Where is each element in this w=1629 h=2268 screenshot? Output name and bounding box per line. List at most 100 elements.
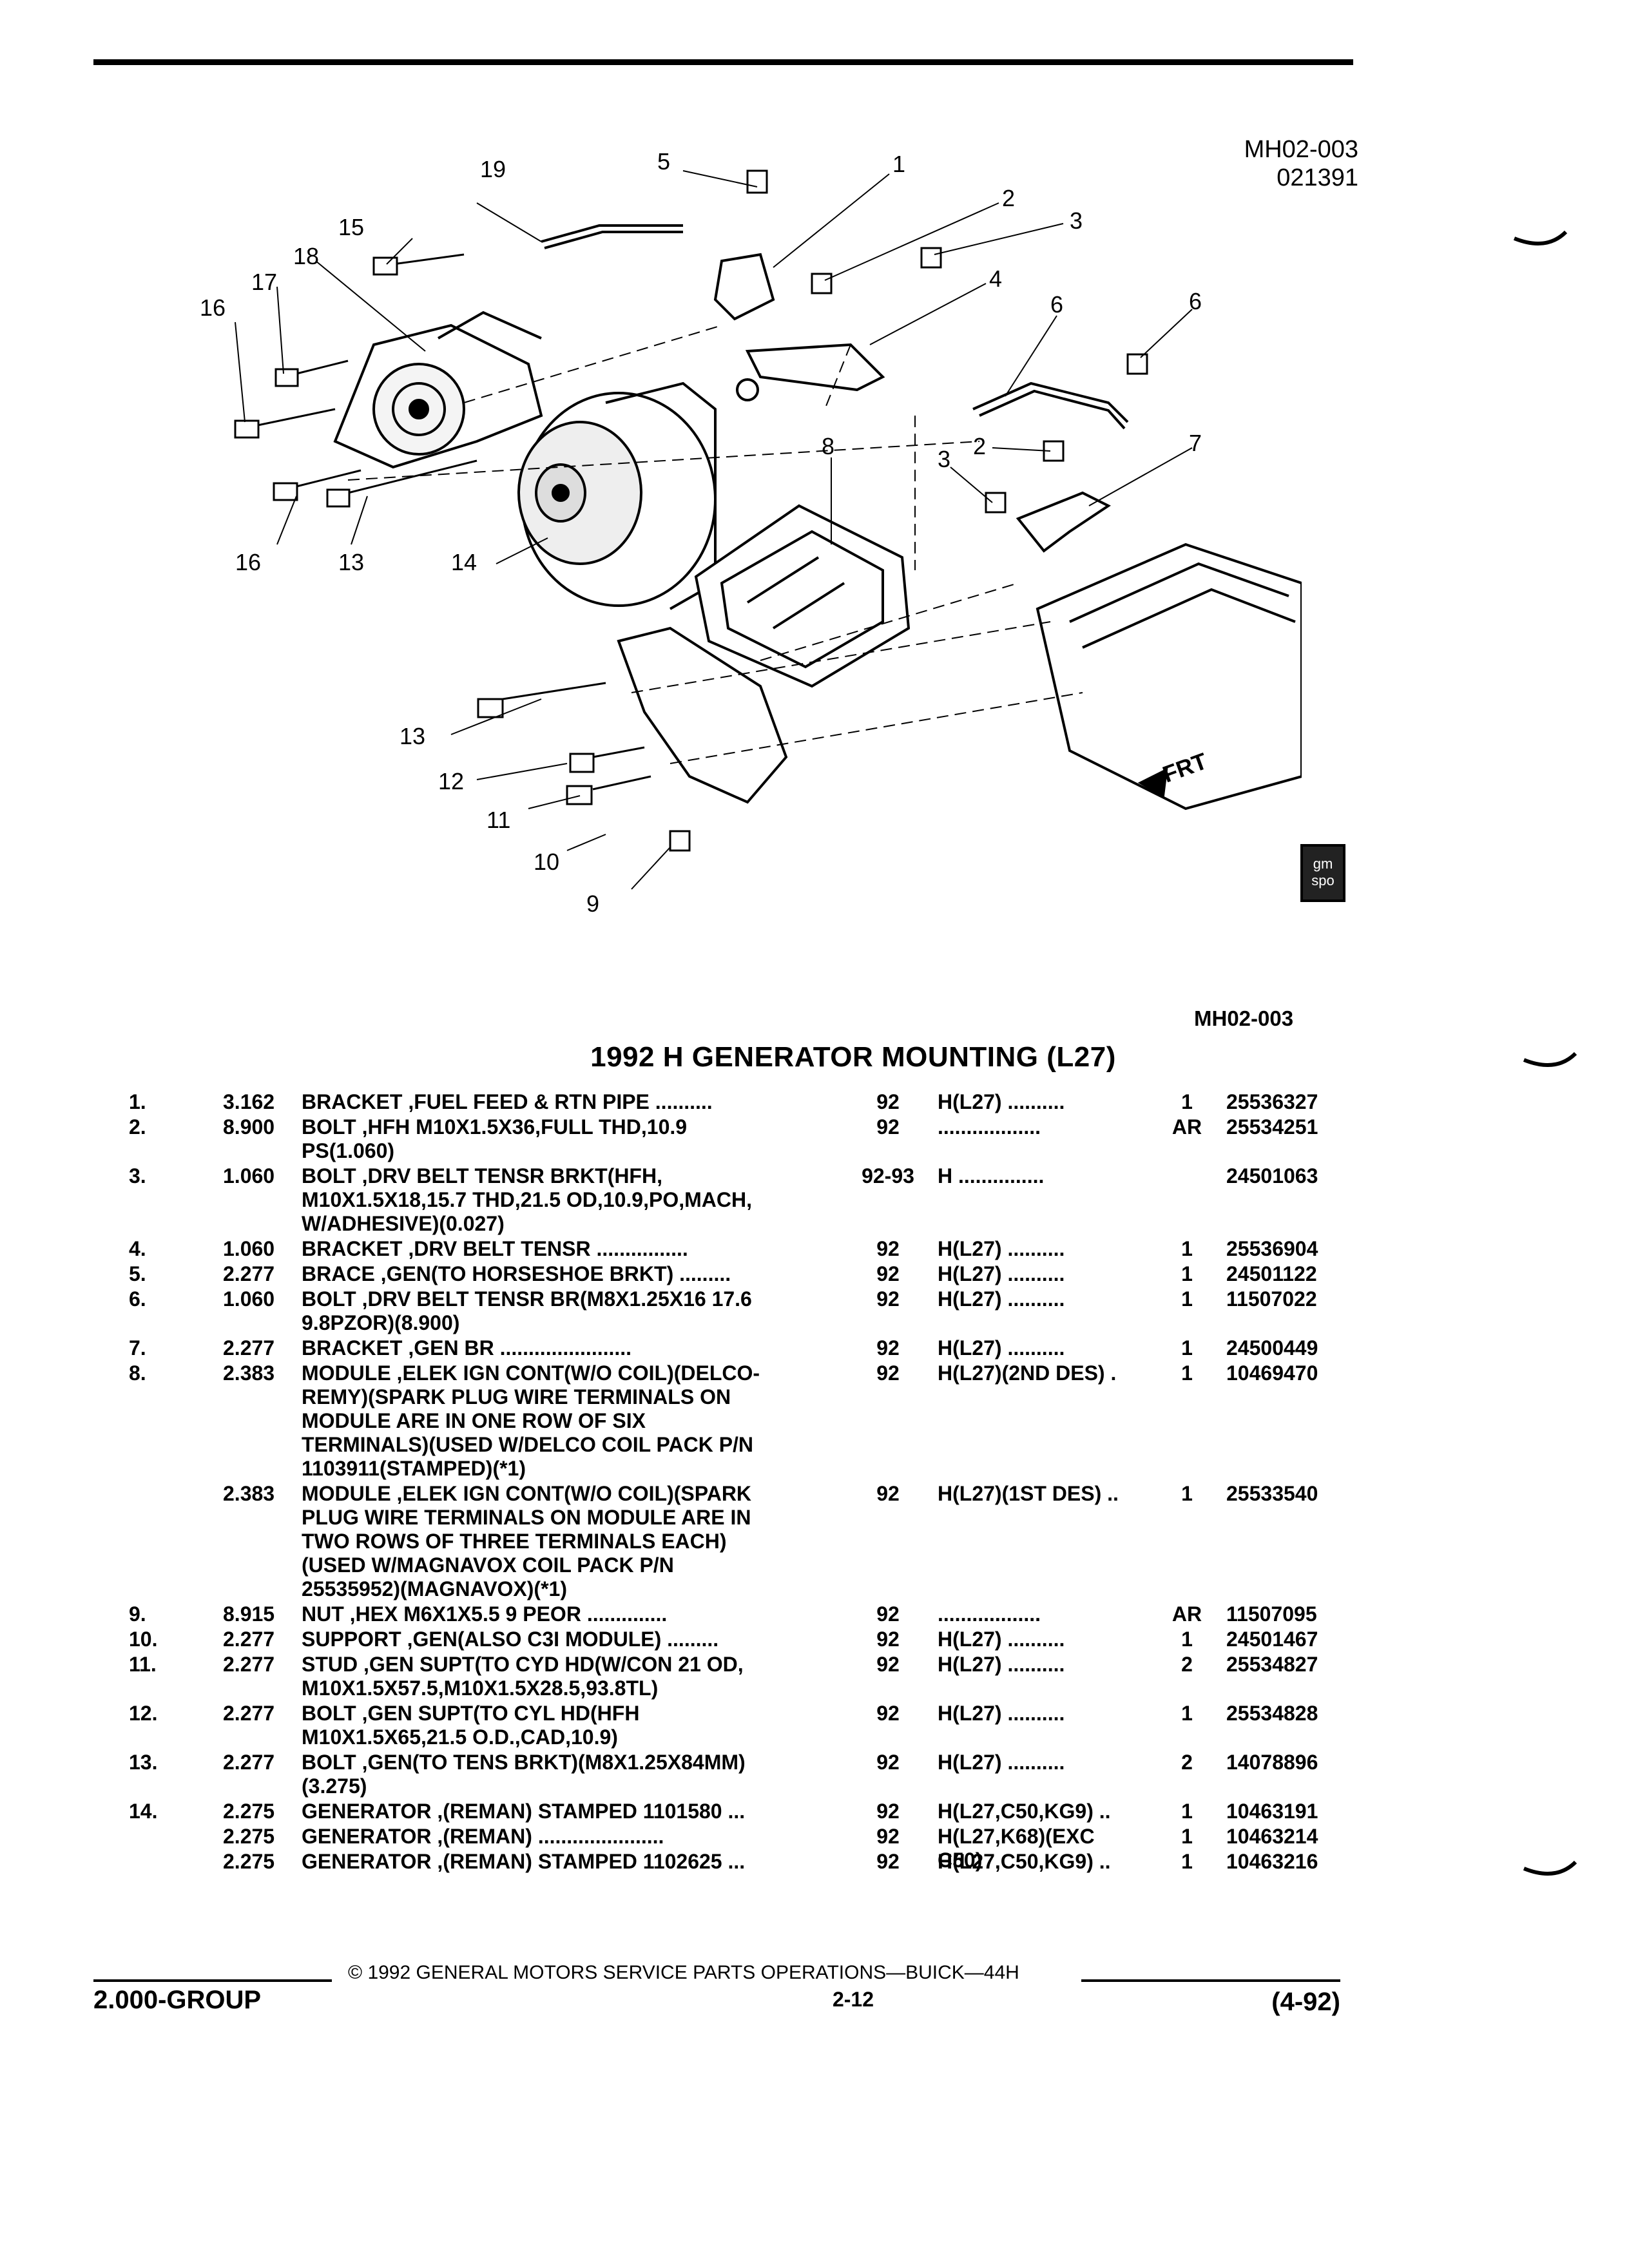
callout-6b: 6 [1189, 288, 1202, 314]
part-description: GENERATOR ,(REMAN) STAMPED 1102625 ... [302, 1850, 856, 1874]
part-description-text: ,DRV BELT TENSR BRKT(HFH, M10X1.5X18,15.… [302, 1164, 752, 1235]
part-description: BOLT ,HFH M10X1.5X36,FULL THD,10.9 PS(1.… [302, 1115, 856, 1163]
figure-code: MH02-003 [1244, 136, 1358, 163]
part-quantity: 1 [1181, 1361, 1193, 1385]
part-description: SUPPORT ,GEN(ALSO C3I MODULE) ......... [302, 1628, 856, 1651]
part-year: 92 [876, 1262, 900, 1285]
part-year: 92 [876, 1287, 900, 1311]
part-catalog-number: 11507095 [1226, 1602, 1317, 1626]
part-quantity: 1 [1181, 1287, 1193, 1311]
part-quantity: 1 [1181, 1850, 1193, 1873]
engine-cylinder-head [1036, 543, 1302, 811]
footer-date: (4-92) [1271, 1988, 1340, 2016]
page-title: 1992 H GENERATOR MOUNTING (L27) [590, 1041, 1116, 1073]
callout-8: 8 [822, 433, 834, 459]
footer-rule-left [93, 1979, 332, 1982]
part-name: MODULE [302, 1361, 391, 1385]
part-name: BOLT [302, 1287, 356, 1311]
part-name: GENERATOR [302, 1850, 432, 1873]
part-year: 92 [876, 1336, 900, 1360]
callout-4: 4 [989, 265, 1002, 292]
gm-spo-logo: gm spo [1300, 844, 1345, 902]
part-description: BRACKET ,DRV BELT TENSR ................ [302, 1237, 856, 1261]
part-description: MODULE ,ELEK IGN CONT(W/O COIL)(SPARK PL… [302, 1482, 856, 1601]
part-quantity: 1 [1181, 1482, 1193, 1505]
part-name: STUD [302, 1653, 358, 1676]
part-number-index: 10. [129, 1628, 158, 1651]
footer-page-number: 2-12 [832, 1988, 874, 2011]
part-description-text: ,(REMAN) STAMPED 1102625 ... [431, 1850, 746, 1873]
part-number-index: 8. [129, 1361, 146, 1385]
part-group-code: 2.383 [223, 1361, 275, 1385]
part-number-index: 5. [129, 1262, 146, 1285]
part-year: 92 [876, 1602, 900, 1626]
part-name: BRACKET [302, 1237, 403, 1260]
part-description: GENERATOR ,(REMAN) .....................… [302, 1825, 856, 1849]
part-year: 92 [876, 1653, 900, 1676]
part-quantity: 1 [1181, 1800, 1193, 1823]
part-model: H ............... [938, 1164, 1045, 1187]
part-quantity: AR [1171, 1115, 1202, 1139]
part-name: BOLT [302, 1115, 356, 1139]
part-catalog-number: 25536904 [1226, 1237, 1318, 1260]
part-model: H(L27) .......... [938, 1090, 1065, 1113]
part-group-code: 2.277 [223, 1336, 275, 1360]
part-description-text: ,GEN SUPT(TO CYD HD(W/CON 21 OD, M10X1.5… [302, 1653, 744, 1700]
part-name: MODULE [302, 1482, 391, 1505]
part-number-index: 4. [129, 1237, 146, 1260]
footer-copyright: © 1992 GENERAL MOTORS SERVICE PARTS OPER… [348, 1962, 1019, 1983]
part-group-code: 2.277 [223, 1702, 275, 1725]
part-group-code: 1.060 [223, 1237, 275, 1260]
part-description-text: ,FUEL FEED & RTN PIPE .......... [402, 1090, 713, 1113]
part-model: H(L27)(2ND DES) . [938, 1361, 1117, 1385]
callout-9: 9 [586, 890, 599, 917]
part-description: MODULE ,ELEK IGN CONT(W/O COIL)(DELCO- R… [302, 1361, 856, 1481]
part-description-text: ,GEN(TO TENS BRKT)(M8X1.25X84MM) (3.275) [302, 1751, 746, 1798]
figure-code-header: MH02-003 021391 [1244, 135, 1358, 192]
part-name: NUT [302, 1602, 344, 1626]
part-description: STUD ,GEN SUPT(TO CYD HD(W/CON 21 OD, M1… [302, 1653, 856, 1700]
part-quantity: 1 [1181, 1262, 1193, 1285]
part-quantity: 1 [1181, 1237, 1193, 1260]
margin-mark [1523, 1052, 1577, 1067]
part-quantity: 1 [1181, 1090, 1193, 1113]
part-model: H(L27) .......... [938, 1262, 1065, 1285]
callout-17: 17 [251, 269, 277, 295]
part-description: BOLT ,DRV BELT TENSR BRKT(HFH, M10X1.5X1… [302, 1164, 856, 1236]
part-number-index: 14. [129, 1800, 158, 1823]
top-rule [93, 59, 1353, 65]
part-catalog-number: 24501063 [1226, 1164, 1318, 1187]
part-number-index: 3. [129, 1164, 146, 1187]
part-description-text: ,HEX M6X1X5.5 9 PEOR .............. [343, 1602, 668, 1626]
part-name: BRACE [302, 1262, 375, 1285]
part-name: BOLT [302, 1164, 356, 1187]
part-model: H(L27) .......... [938, 1336, 1065, 1360]
callout-13: 13 [338, 549, 364, 575]
part-model: H(L27) .......... [938, 1287, 1065, 1311]
generator-bracket [1016, 491, 1111, 553]
part-name: GENERATOR [302, 1825, 432, 1848]
generator-support [617, 626, 788, 804]
part-description: GENERATOR ,(REMAN) STAMPED 1101580 ... [302, 1800, 856, 1823]
callout-2b: 2 [973, 433, 986, 459]
callout-1: 1 [892, 151, 905, 177]
part-year: 92 [876, 1628, 900, 1651]
part-description-text: ,DRV BELT TENSR BR(M8X1.25X16 17.6 9.8PZ… [302, 1287, 752, 1334]
part-description-text: ,DRV BELT TENSR ................ [402, 1237, 688, 1260]
part-catalog-number: 14078896 [1226, 1751, 1318, 1774]
part-group-code: 2.277 [223, 1262, 275, 1285]
generator-brace [972, 381, 1129, 423]
part-description: BRACKET ,GEN BR ....................... [302, 1336, 856, 1360]
part-group-code: 2.275 [223, 1825, 275, 1848]
part-quantity: 2 [1181, 1653, 1193, 1676]
